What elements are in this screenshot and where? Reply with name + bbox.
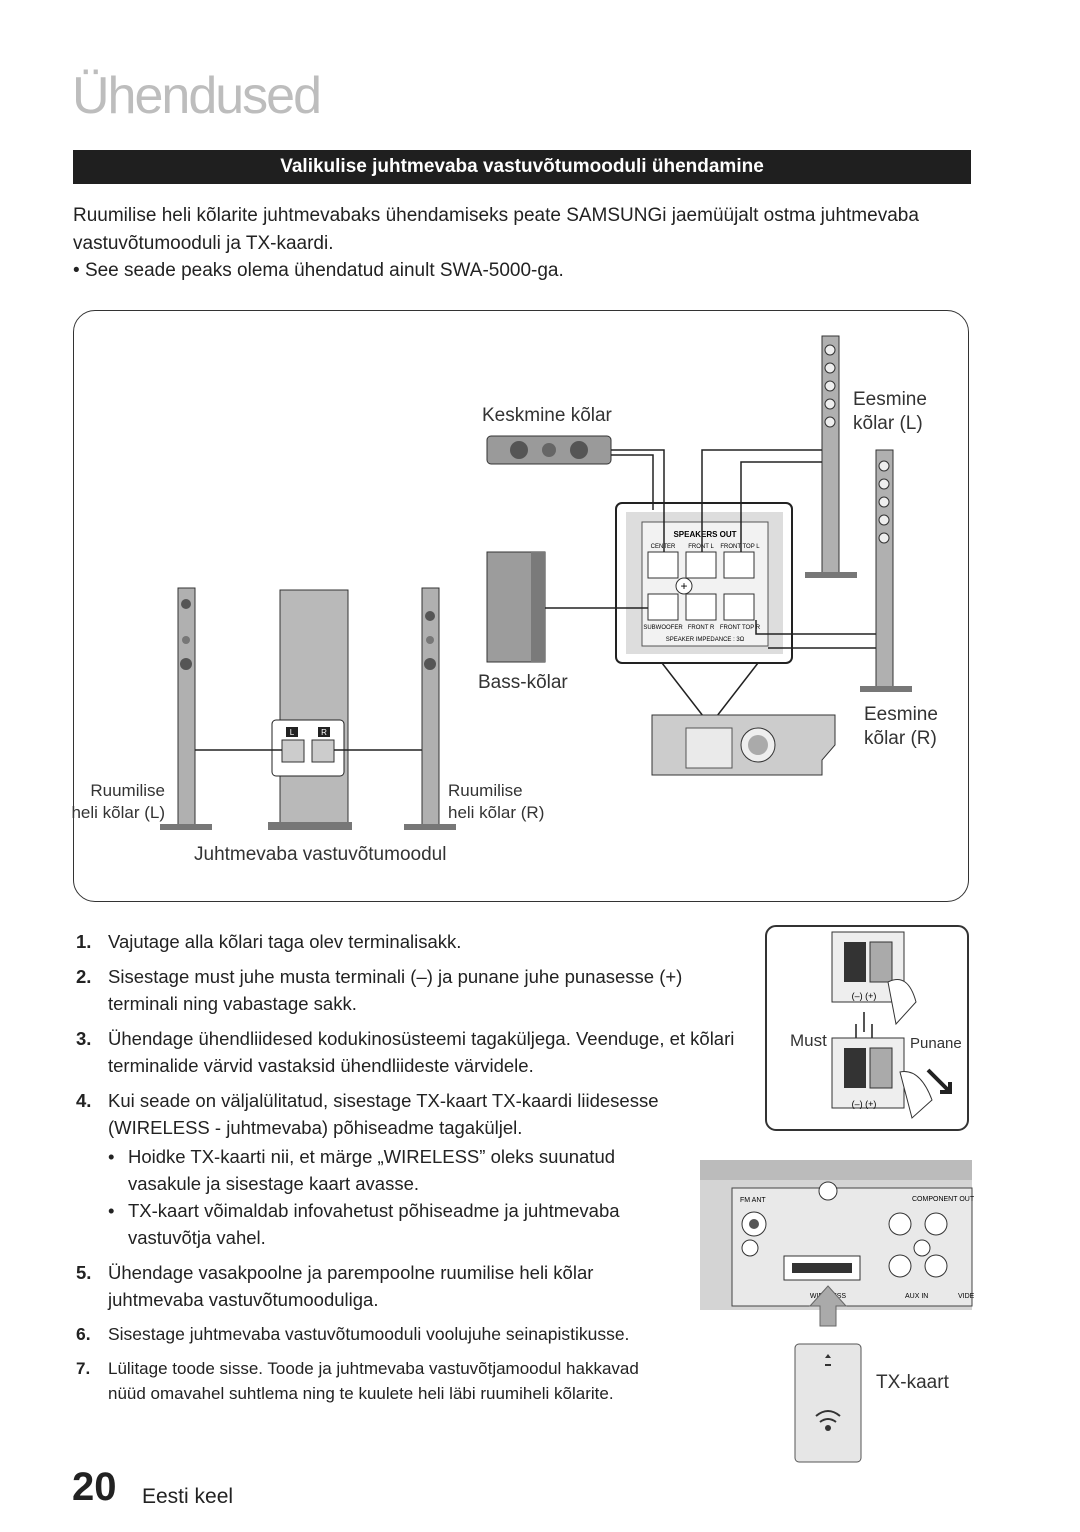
connection-diagram: [73, 310, 969, 902]
label-surround-left-2: heli kõlar (L): [71, 803, 165, 822]
connection-diagram-art: + SPEAKERS OUT CENTER FRONT L FRONT TOP …: [71, 335, 938, 865]
label-must: Must: [790, 1031, 827, 1050]
step-number: 5.: [76, 1262, 92, 1283]
component-out-label: COMPONENT OUT: [912, 1196, 975, 1203]
label-subwoofer: Bass-kõlar: [478, 672, 568, 693]
step-7: 7. Lülitage toode sisse. Toode ja juhtmev…: [76, 1356, 676, 1406]
step-text: Vajutage alla kõlari taga olev terminali…: [108, 931, 462, 952]
speakers-out-label: SPEAKERS OUT: [673, 530, 736, 539]
step-1: 1. Vajutage alla kõlari taga olev termina…: [76, 928, 756, 955]
fm-ant-label: FM ANT: [740, 1197, 766, 1204]
bullet-text: Hoidke TX-kaarti nii, et märge „WIRELESS…: [128, 1146, 616, 1194]
polarity-label-bottom: (–) (+): [852, 1099, 877, 1109]
step-number: 2.: [76, 966, 92, 987]
label-surround-left-1: Ruumilise: [90, 781, 165, 800]
chapter-title: Ühendused: [72, 67, 322, 125]
wm-label-l: L: [290, 728, 295, 737]
label-surround-right-1: Ruumilise: [448, 781, 523, 800]
speakers-out-panel: + SPEAKERS OUT CENTER FRONT L FRONT TOP …: [615, 502, 793, 664]
main-unit-back: [651, 714, 836, 776]
step-text: Lülitage toode sisse. Toode ja juhtmevab…: [108, 1359, 639, 1403]
terminal-figure: (–) (+) (–) (+) Must Punane: [765, 925, 969, 1131]
front-right-speaker: [860, 449, 912, 692]
center-speaker: [486, 435, 612, 465]
label-front-left-2: kõlar (L): [853, 413, 923, 434]
step-text: Sisestage juhtmevaba vastuvõtumooduli vo…: [108, 1324, 630, 1344]
impedance-label: SPEAKER IMPEDANCE : 3Ω: [666, 637, 745, 643]
label-front-left-1: Eesmine: [853, 389, 927, 410]
step-number: 1.: [76, 931, 92, 952]
label-front-right-1: Eesmine: [864, 704, 938, 725]
step-number: 4.: [76, 1090, 92, 1111]
tx-card-label: TX-kaart: [876, 1372, 950, 1393]
footer-language: Eesti keel: [142, 1485, 234, 1508]
section-title: Valikulise juhtmevaba vastuvõtumooduli ü…: [73, 150, 971, 184]
step-2: 2. Sisestage must juhe musta terminali (–…: [76, 963, 756, 1017]
label-front-right-2: kõlar (R): [864, 728, 937, 749]
step-text: Ühendage ühendliidesed kodukinosüsteemi …: [108, 1028, 735, 1076]
step-3: 3. Ühendage ühendliidesed kodukinosüsteem…: [76, 1025, 756, 1079]
polarity-label-top: (–) (+): [852, 991, 877, 1001]
surround-left-speaker: [160, 587, 212, 830]
svg-text:+: +: [680, 579, 687, 593]
label-wireless-module: Juhtmevaba vastuvõtumoodul: [194, 844, 446, 865]
step-number: 7.: [76, 1359, 91, 1378]
step-6: 6. Sisestage juhtmevaba vastuvõtumooduli …: [76, 1321, 696, 1348]
wireless-module: L R: [268, 589, 352, 830]
instruction-steps: 1. Vajutage alla kõlari taga olev termina…: [76, 928, 756, 1414]
step-4-bullet-2: •TX-kaart võimaldab infovahetust põhisea…: [108, 1197, 648, 1251]
wm-label-r: R: [321, 728, 327, 737]
step-5: 5. Ühendage vasakpoolne ja parempoolne ru…: [76, 1259, 596, 1313]
video-label: VIDE: [958, 1293, 975, 1300]
step-4: 4. Kui seade on väljalülitatud, sisestage…: [76, 1087, 666, 1141]
aux-in-label: AUX IN: [905, 1293, 928, 1300]
step-number: 6.: [76, 1324, 91, 1344]
intro-bullet: • See seade peaks olema ühendatud ainult…: [73, 260, 564, 281]
subwoofer-speaker: [486, 551, 546, 663]
front-left-speaker: [805, 335, 857, 578]
step-number: 3.: [76, 1028, 92, 1049]
term-subwoofer: SUBWOOFER: [643, 625, 683, 631]
step-text: Ühendage vasakpoolne ja parempoolne ruum…: [108, 1262, 594, 1310]
term-front-r: FRONT R: [688, 625, 715, 631]
term-front-top-r: FRONT TOP R: [720, 625, 761, 631]
tx-card-figure: FM ANT COMPONENT OUT WIRELESS AUX IN VID…: [700, 1160, 975, 1463]
intro-text: Ruumilise heli kõlarite juhtmevabaks ühe…: [73, 205, 919, 254]
bullet-text: TX-kaart võimaldab infovahetust põhisead…: [128, 1200, 620, 1248]
step-text: Sisestage must juhe musta terminali (–) …: [108, 966, 683, 1014]
label-center-speaker: Keskmine kõlar: [482, 405, 613, 426]
label-surround-right-2: heli kõlar (R): [448, 803, 544, 822]
surround-right-speaker: [404, 587, 456, 830]
page-number: 20: [72, 1465, 117, 1509]
label-punane: Punane: [910, 1035, 962, 1052]
step-4-bullet-1: •Hoidke TX-kaarti nii, et märge „WIRELES…: [108, 1143, 648, 1197]
intro-bullet-text: See seade peaks olema ühendatud ainult S…: [84, 260, 564, 281]
step-text: Kui seade on väljalülitatud, sisestage T…: [108, 1090, 659, 1138]
